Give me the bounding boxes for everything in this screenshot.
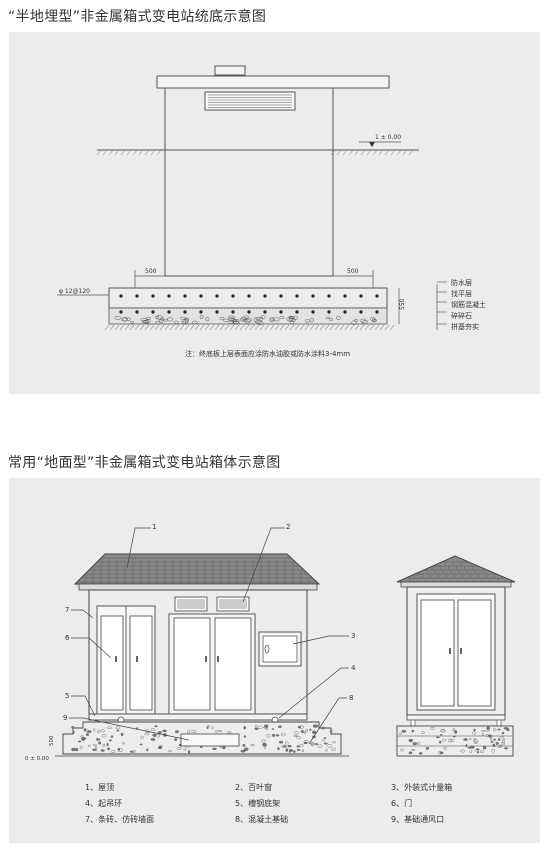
callout-4: 4 xyxy=(351,664,356,672)
rebar-dots xyxy=(119,294,379,314)
callout-7: 7 xyxy=(65,606,69,614)
rebar-dot xyxy=(311,294,315,298)
box-body xyxy=(164,87,334,277)
rebar-dot xyxy=(279,294,283,298)
rebar-dot xyxy=(295,294,299,298)
callout-3: 3 xyxy=(351,632,355,640)
rebar-dot xyxy=(199,294,203,298)
callout-8: 8 xyxy=(349,694,353,702)
rebar-dot xyxy=(343,294,347,298)
rebar-dot xyxy=(215,310,219,314)
callout-2: 2 xyxy=(286,523,290,531)
rebar-dot xyxy=(263,310,267,314)
rebar-dot xyxy=(167,310,171,314)
left-door xyxy=(96,605,156,715)
roof-vent-cap xyxy=(214,65,246,76)
layer-label: 防水层 xyxy=(451,278,472,287)
callout-5: 5 xyxy=(65,692,69,700)
rebar-dot xyxy=(183,294,187,298)
rebar-dot xyxy=(263,294,267,298)
legend-item: 1、屋顶 xyxy=(85,783,114,792)
concrete-aggregate xyxy=(71,724,336,754)
rebar-dot xyxy=(375,310,379,314)
rebar-dot xyxy=(295,310,299,314)
dim-right-text: 500 xyxy=(347,268,359,275)
compacted-base-hatch xyxy=(104,324,395,331)
foundation-slab xyxy=(108,287,388,309)
rebar-dot xyxy=(151,310,155,314)
callout-9: 9 xyxy=(63,714,67,722)
louver-right xyxy=(216,596,250,612)
box-roof-cap xyxy=(156,75,390,89)
rebar-dot xyxy=(327,294,331,298)
rebar-dot xyxy=(135,294,139,298)
callout-1: 1 xyxy=(152,523,156,531)
enclosure-diagram: 500 0 ± 0.00 1 2 3 4 5 6 7 8 9 xyxy=(25,523,516,824)
rebar-dot xyxy=(247,294,251,298)
legend-item: 5、槽钢底架 xyxy=(235,798,280,808)
rebar-dot xyxy=(343,310,347,314)
side-view xyxy=(396,555,516,757)
rebar-dot xyxy=(135,310,139,314)
legend-item: 6、门 xyxy=(391,798,412,808)
rebar-dot xyxy=(375,294,379,298)
gravel-stones xyxy=(114,315,377,326)
ground-hatch xyxy=(96,149,414,156)
rebar-dot xyxy=(167,294,171,298)
layer-label: 钢筋混凝土 xyxy=(451,300,486,309)
dim-500-text: 500 xyxy=(49,735,55,746)
foundation-note: 注：终底板上层表面应涂防水油胶或防水涂料3-4mm xyxy=(185,349,350,358)
legend-item: 9、基础通风口 xyxy=(391,814,444,824)
callout-leaders xyxy=(69,527,349,745)
legend-item: 2、百叶窗 xyxy=(235,782,272,792)
legend-item: 4、起吊环 xyxy=(85,799,122,808)
rebar-dot xyxy=(359,310,363,314)
rebar-dot xyxy=(119,310,123,314)
rebar-dot xyxy=(151,294,155,298)
dim-left-text: 500 xyxy=(145,268,157,275)
height-dim-text: 550 xyxy=(399,298,406,310)
roof-eave xyxy=(78,583,318,591)
section2-title: 常用“地面型”非金属箱式变电站箱体示意图 xyxy=(8,455,281,471)
elevation-label: 1 ± 0.00 xyxy=(375,134,401,141)
rebar-dot xyxy=(247,310,251,314)
meter-box xyxy=(258,631,302,667)
elevation-zero: 0 ± 0.00 xyxy=(25,756,49,762)
channel-steel-base xyxy=(88,713,308,721)
enclosure-diagram-panel: 500 0 ± 0.00 1 2 3 4 5 6 7 8 9 xyxy=(9,478,540,843)
rebar-dot xyxy=(279,310,283,314)
rebar-dot xyxy=(199,310,203,314)
rebar-dot xyxy=(311,310,315,314)
rebar-dot xyxy=(327,310,331,314)
rebar-dot xyxy=(183,310,187,314)
center-door xyxy=(168,613,256,715)
legend-item: 8、混凝土基础 xyxy=(235,814,288,824)
callout-6: 6 xyxy=(65,634,70,642)
rebar-dot xyxy=(231,310,235,314)
section1-title: “半地埋型”非金属箱式变电站统底示意图 xyxy=(8,9,267,25)
rebar-dot xyxy=(231,294,235,298)
rebar-label: φ 12@120 xyxy=(59,288,90,295)
legend-item: 7、条砖、仿砖墙面 xyxy=(85,814,154,824)
elevation-triangle xyxy=(369,142,375,147)
foundation-vent xyxy=(180,733,240,747)
layer-label: 找平层 xyxy=(451,289,472,298)
foundation-diagram-panel: 1 ± 0.00 500 500 φ 12@120 550 防水层 找平层 钢筋… xyxy=(9,32,540,394)
rebar-dot xyxy=(119,294,123,298)
foundation-diagram: 1 ± 0.00 500 500 φ 12@120 550 防水层 找平层 钢筋… xyxy=(57,65,486,358)
layer-label: 碎碎石 xyxy=(451,311,472,320)
layer-label: 拼基夯实 xyxy=(451,322,479,331)
louver-left xyxy=(174,596,208,612)
rebar-dot xyxy=(359,294,363,298)
louver xyxy=(204,91,296,111)
rebar-dot xyxy=(215,294,219,298)
legend-item: 3、外装式计量箱 xyxy=(391,782,452,792)
